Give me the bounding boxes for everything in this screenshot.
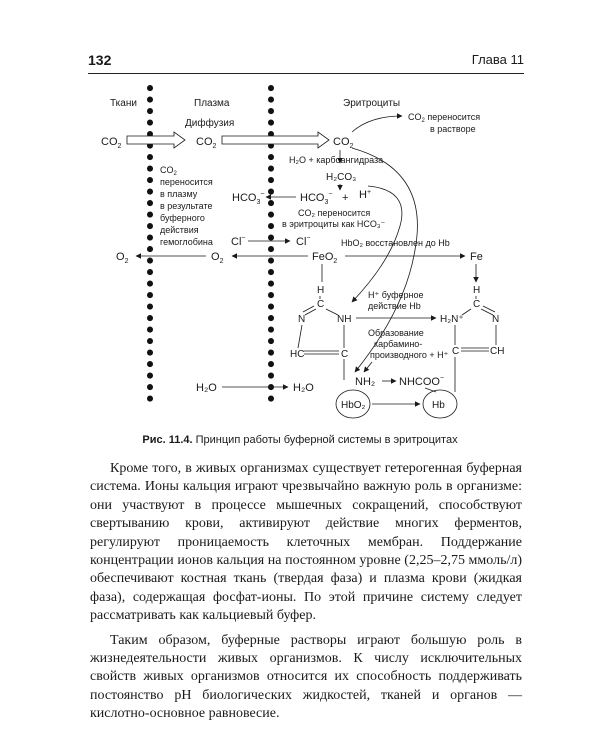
co2-tissue: CO2 [101,136,122,150]
page-number: 132 [88,52,112,68]
fe-label: Fe [470,251,483,263]
svg-text:H: H [317,285,324,296]
water-erythrocyte: H₂O [293,382,314,394]
svg-text:C: C [317,299,324,310]
hbo2-circle [335,389,371,419]
buffer-system-diagram: Ткани Плазма Эритроциты Диффузия CO2 CO2… [101,85,504,419]
paragraph-2: Таким образом, буферные растворы играют … [90,632,522,722]
co2-as-hco3-label-2: в эритроциты как HCO₃⁻ [282,219,386,229]
cl-erythrocyte: Cl− [296,235,310,248]
chapter-title: Глава 11 [471,52,524,67]
co2-dissolved-label-2: в растворе [430,124,476,134]
curve-arrow-co2 [351,147,418,373]
figure-caption-label: Рис. 11.4. [142,434,193,446]
nhcoo-label: NHCOO− [399,375,444,388]
dissolved-arrow [351,113,403,133]
body-text: Кроме того, в живых организмах существуе… [90,460,522,724]
h2co3-label: H₂CO₃ [326,172,356,183]
h-buffer-label-1: H⁺ буферное [368,290,424,300]
diffusion-arrow-2 [221,131,330,149]
co2-as-hco3-label-1: CO₂ переносится [298,208,370,218]
svg-text:HC: HC [290,349,304,360]
column-label-plasma: Плазма [194,98,230,109]
svg-text:H: H [473,285,480,296]
svg-text:H₂N⁺: H₂N⁺ [440,314,464,325]
hbo2-circle-label: HbO₂ [341,400,366,411]
figure-caption-text: Принцип работы буферной системы в эритро… [195,434,458,446]
svg-text:CH: CH [490,346,504,357]
header-rule [88,73,524,74]
o2-plasma: O2 [211,251,224,265]
water-tissue: H₂O [196,382,217,394]
h-plus-erythrocyte: H+ [359,189,371,201]
co2-plasma: CO2 [196,136,217,150]
feo2-label: FeO2 [312,251,337,265]
hb-circle-label: Hb [432,400,445,411]
running-header: 132 Глава 11 [88,52,524,72]
curve-arrow-h [351,185,403,303]
o2-tissue: O2 [116,251,129,265]
svg-text:C: C [473,299,480,310]
carbamino-label: Образование карбамино- производного + H⁺ [368,328,449,360]
hb-circle [422,389,458,419]
cl-plasma: Cl− [231,235,245,248]
imidazole-left: H C N NH HC C [290,285,351,380]
co2-erythrocyte: CO2 [333,136,354,150]
plus-sign: + [342,192,348,204]
plasma-note: CO2 переносится в плазму в результате бу… [160,165,215,247]
imidazole-right: H C H₂N⁺ N C CH [440,285,504,392]
svg-text:C: C [341,349,348,360]
column-label-erythrocytes: Эритроциты [343,98,400,109]
carbonic-anhydrase-label: H₂O + карбоангидраза [289,155,383,165]
nhcoo-to-hb-link [424,387,437,393]
svg-text:N: N [492,314,499,325]
co2-dissolved-label: CO2 переносится [408,112,480,124]
h-buffer-label-2: действие Hb [368,301,421,311]
diffusion-label: Диффузия [185,117,234,129]
hbo2-reduced-label: HbO₂ восстановлен до Hb [341,238,450,248]
carbamino-arrow [363,361,373,373]
figure-caption: Рис. 11.4. Принцип работы буферной систе… [0,434,600,446]
column-label-tissues: Ткани [110,98,137,109]
svg-text:N: N [298,314,305,325]
paragraph-1: Кроме того, в живых организмах существуе… [90,461,522,624]
svg-text:NH: NH [337,314,351,325]
hco3-plasma: HCO3− [232,191,264,206]
hco3-erythrocyte: HCO3− [300,191,332,206]
nh2-label: NH₂ [355,376,375,388]
diffusion-arrow-1 [126,131,186,149]
svg-text:C: C [452,346,459,357]
